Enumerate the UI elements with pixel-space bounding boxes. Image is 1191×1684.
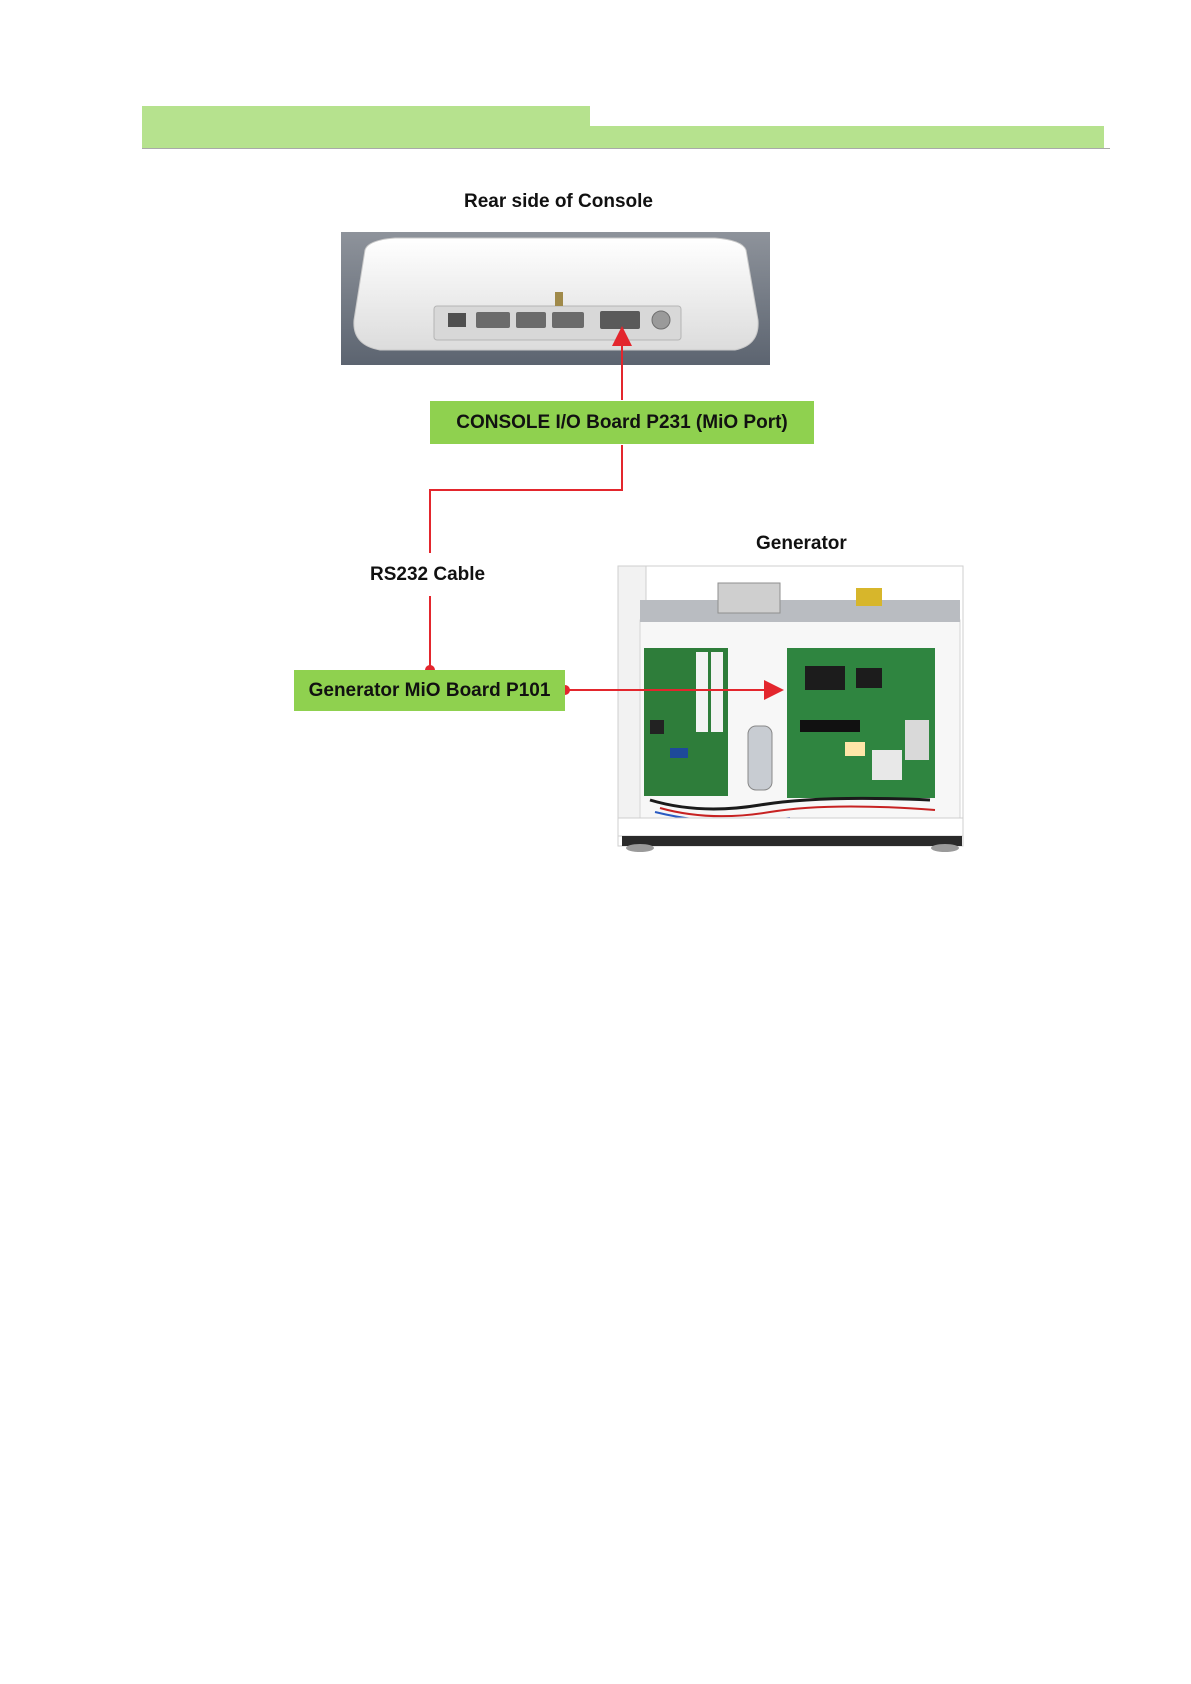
console-rear-image [341, 232, 770, 365]
generator-caption: Generator [756, 533, 847, 555]
console-caption: Rear side of Console [464, 191, 653, 213]
cable-line-upper [430, 445, 622, 553]
cable-label: RS232 Cable [370, 564, 485, 586]
generator-board-label: Generator MiO Board P101 [294, 670, 565, 711]
console-board-label: CONSOLE I/O Board P231 (MiO Port) [430, 401, 814, 444]
generator-image [618, 566, 963, 852]
